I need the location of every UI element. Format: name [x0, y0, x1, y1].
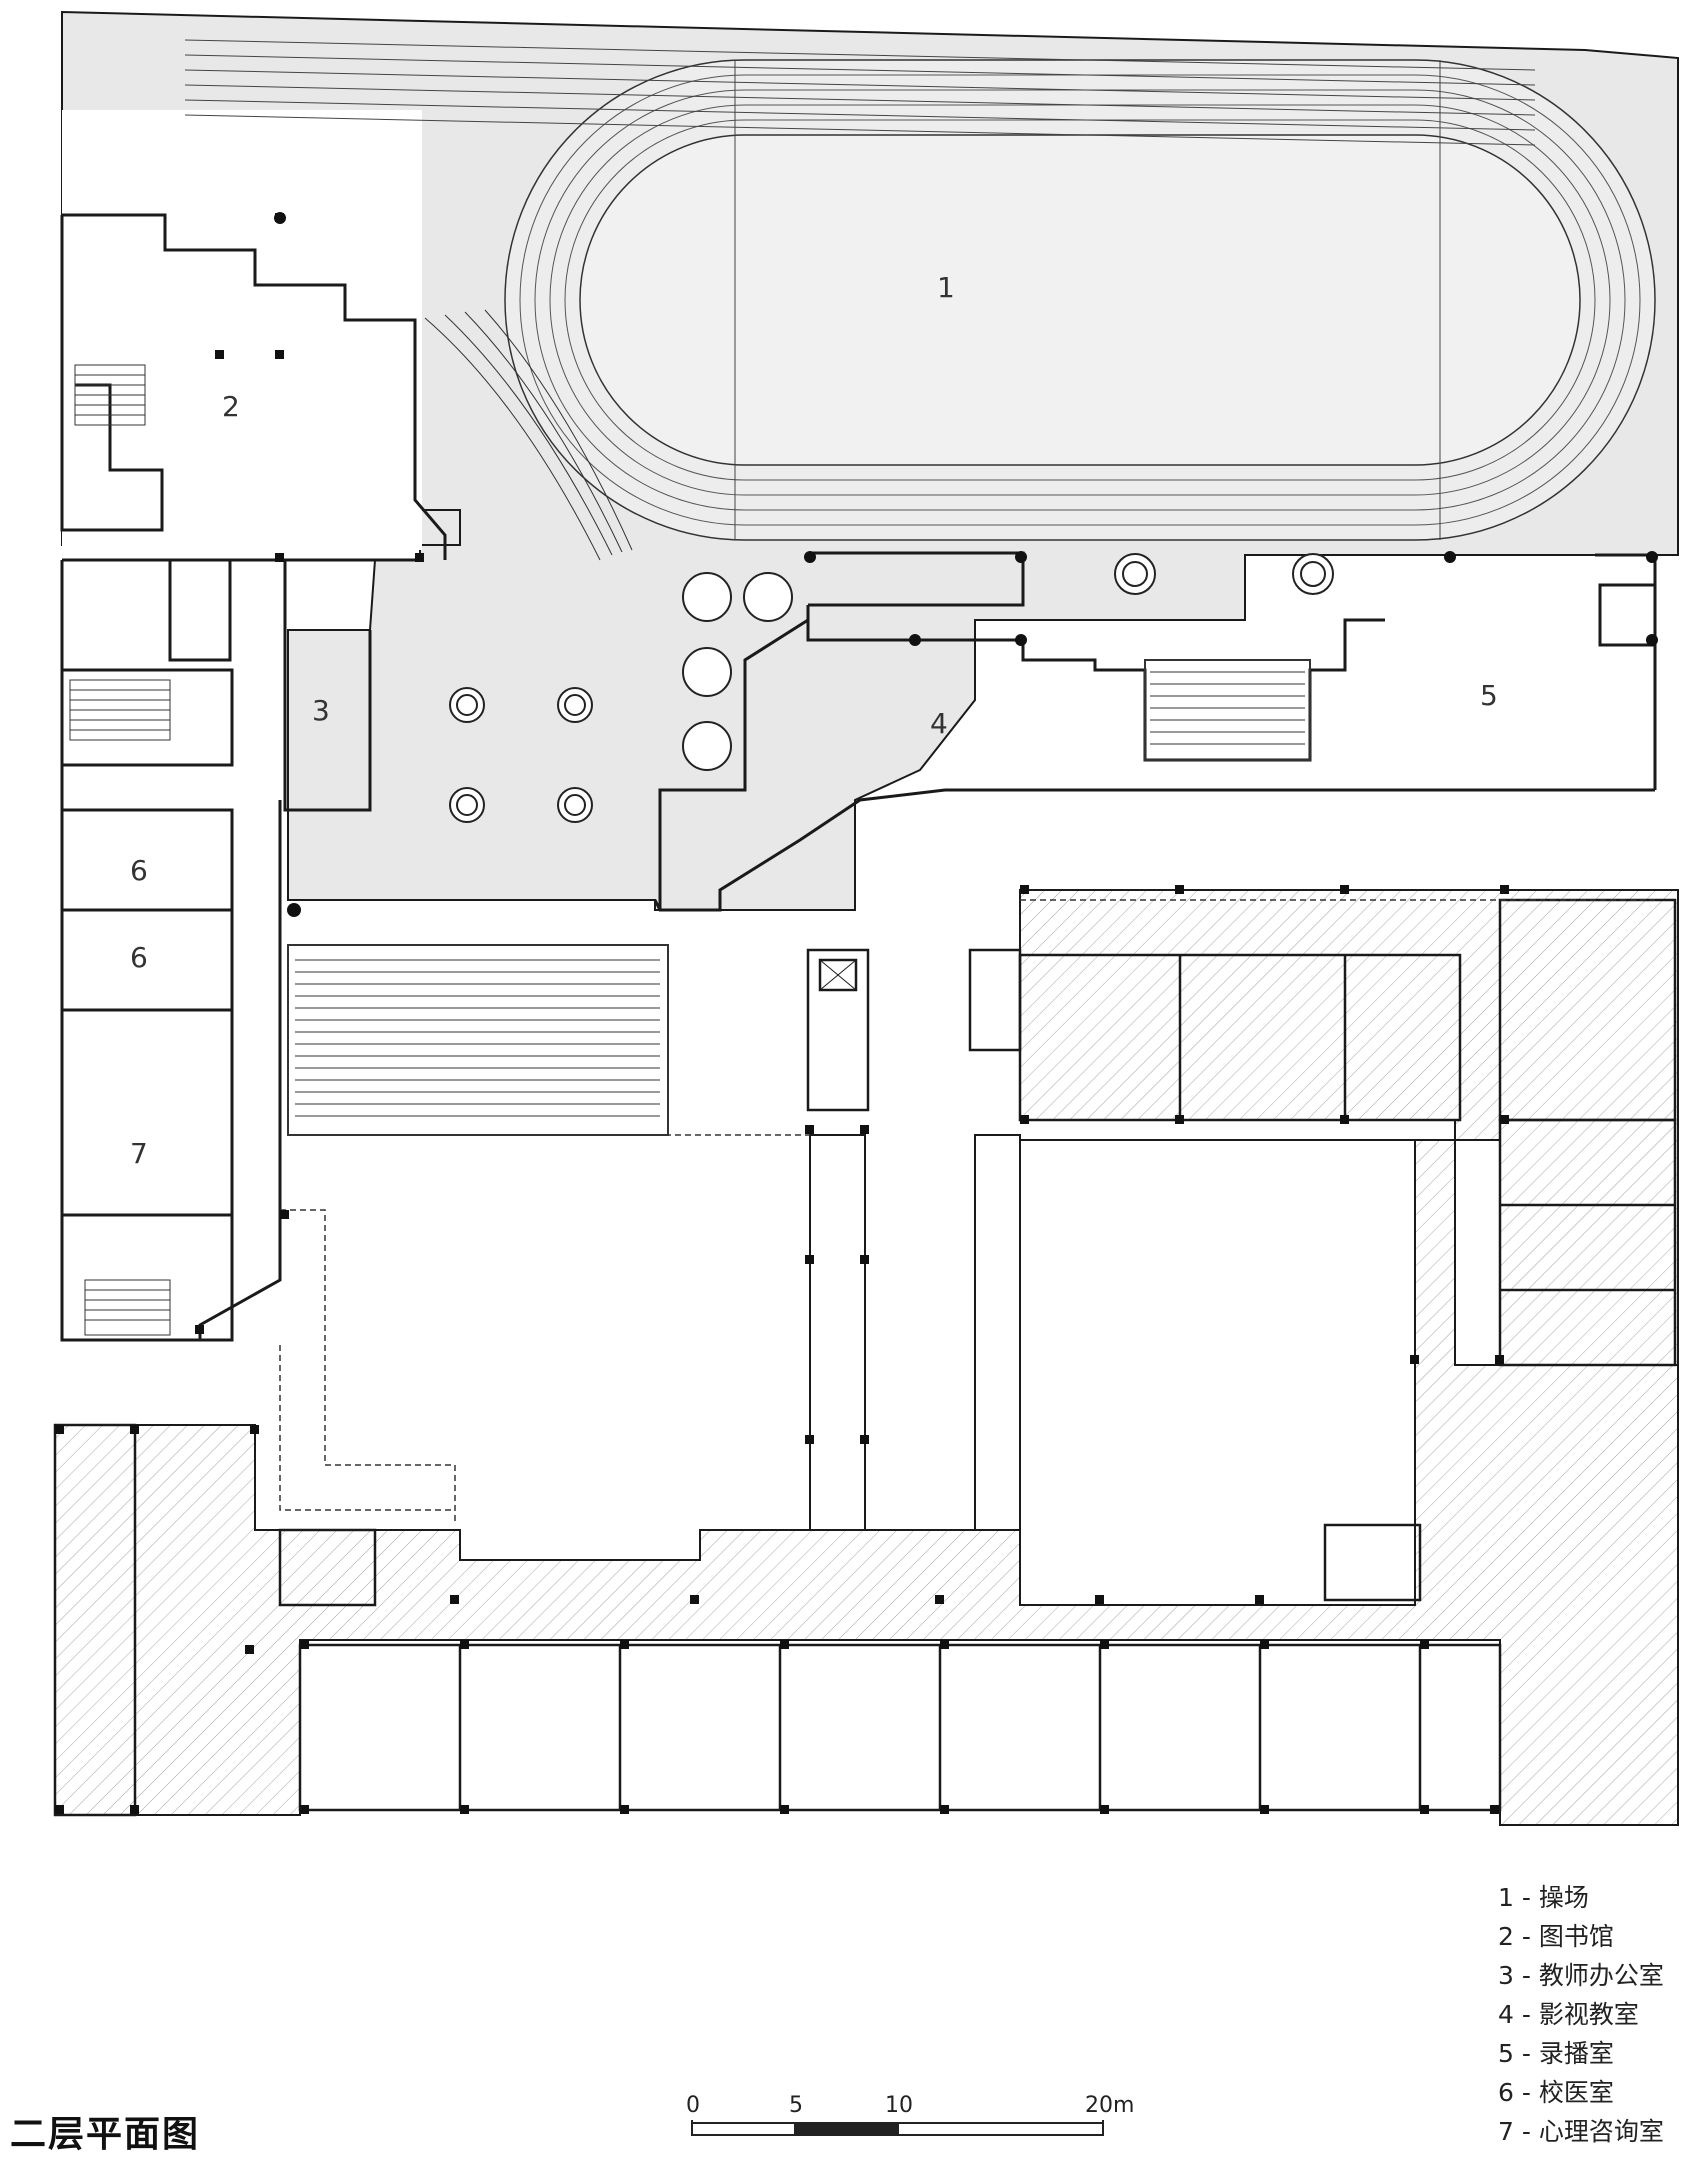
room-number-6b: 6 — [130, 941, 148, 974]
teaching-blocks — [54, 889, 1679, 1826]
scale-label-5: 5 — [789, 2093, 803, 2118]
legend-item-7: 7 - 心理咨询室 — [1498, 2117, 1664, 2146]
room-number-4: 4 — [930, 707, 948, 740]
courtyard — [809, 1134, 1416, 1606]
room-number-1: 1 — [937, 271, 955, 304]
grandstand-stairs — [424, 309, 633, 561]
columns — [55, 212, 1658, 1814]
west-stairs — [69, 364, 171, 1336]
covered-walkway — [279, 899, 1655, 1525]
plan-title: 二层平面图 — [10, 2114, 201, 2155]
planters — [449, 553, 1334, 823]
room-number-5: 5 — [1480, 679, 1498, 712]
scale-label-10: 10 — [885, 2093, 913, 2118]
room-number-6a: 6 — [130, 854, 148, 887]
ne-classrooms — [1018, 898, 1677, 1367]
legend-item-3: 3 - 教师办公室 — [1498, 1961, 1664, 1990]
scale-label-0: 0 — [686, 2093, 700, 2118]
south-classrooms — [53, 1423, 1502, 1817]
amphitheatre-stairs — [287, 944, 669, 1136]
room-number-2: 2 — [222, 390, 240, 423]
running-track — [184, 39, 1656, 541]
scale-label-20m: 20m — [1085, 2093, 1134, 2118]
room-numbers: 1 2 3 4 5 6 6 7 — [130, 271, 1498, 1170]
room-number-3: 3 — [312, 694, 330, 727]
legend-item-1: 1 - 操场 — [1498, 1883, 1589, 1912]
legend-item-6: 6 - 校医室 — [1498, 2078, 1614, 2107]
room-number-7: 7 — [130, 1137, 148, 1170]
legend-item-4: 4 - 影视教室 — [1498, 2000, 1639, 2029]
grand-stair-east — [1144, 659, 1311, 761]
legend-item-2: 2 - 图书馆 — [1498, 1922, 1614, 1951]
central-core — [806, 948, 1422, 1602]
legend-item-5: 5 - 录播室 — [1498, 2039, 1614, 2068]
legend: 1 - 操场 2 - 图书馆 3 - 教师办公室 4 - 影视教室 5 - 录播… — [1498, 1878, 1664, 2151]
scale-bar: 0 5 10 20m — [686, 2093, 1134, 2136]
